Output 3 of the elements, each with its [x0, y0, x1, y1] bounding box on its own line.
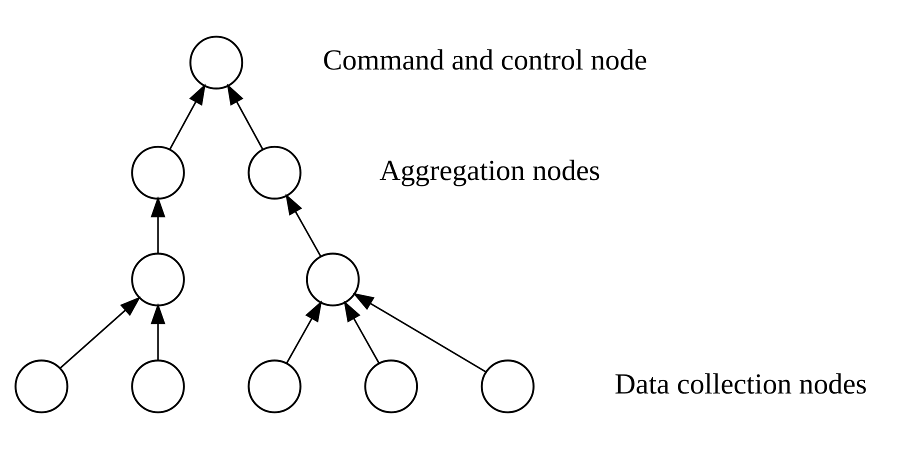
label: Data collection nodes: [614, 368, 867, 401]
label: Command and control node: [322, 44, 648, 77]
label: Aggregation nodes: [379, 154, 600, 187]
